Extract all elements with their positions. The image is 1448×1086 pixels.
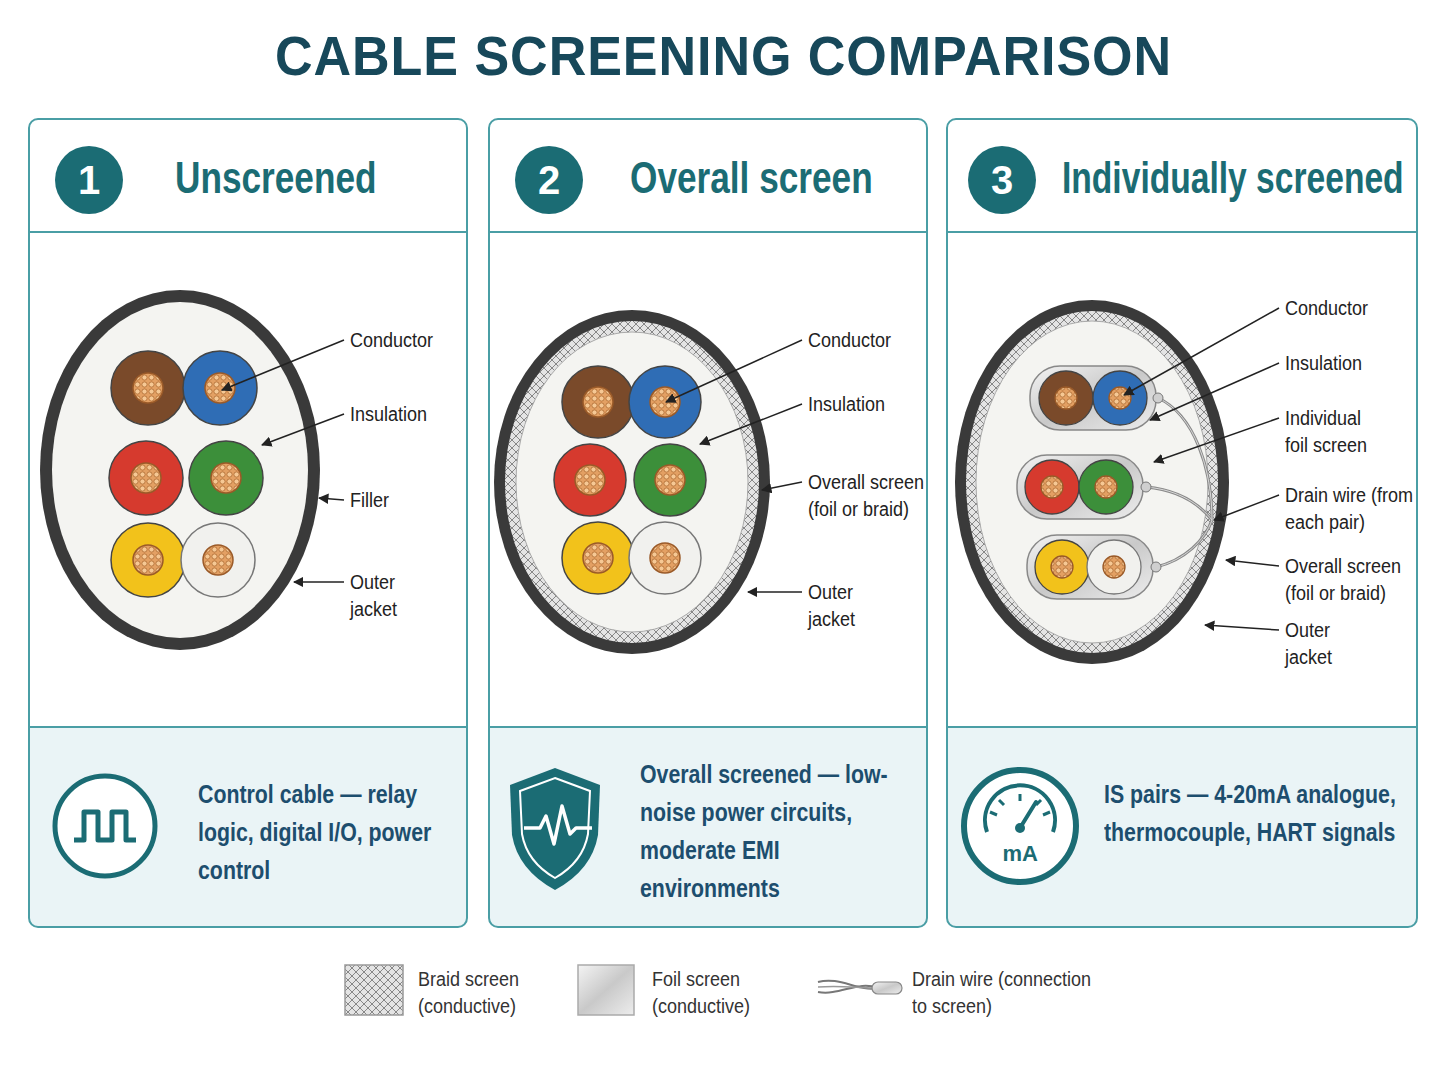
panel-title: Unscreened — [175, 152, 377, 204]
cable-panel: Overall screen 2Overall screened — low-no… — [488, 118, 928, 928]
usage-band: Overall screened — low-noise power circu… — [490, 729, 930, 930]
number-badge-text: 3 — [991, 146, 1013, 214]
number-badge-text: 1 — [78, 146, 100, 214]
unit-label: mA — [1003, 841, 1038, 867]
square-wave-icon — [55, 776, 155, 876]
number-badge-text: 2 — [538, 146, 560, 214]
callout-label: Conductor — [808, 327, 891, 354]
callout-label: Filler — [350, 487, 389, 514]
usage-text: IS pairs — 4-20mA analogue, thermocouple… — [1104, 775, 1399, 851]
number-badge: 3 — [968, 146, 1036, 214]
legend-text: Drain wire (connection to screen) — [912, 966, 1092, 1020]
cable-panel: Unscreened 1Control cable — relay logic, … — [28, 118, 468, 928]
callout-label: Insulation — [350, 401, 427, 428]
callout-label: Conductor — [1285, 295, 1368, 322]
usage-band: IS pairs — 4-20mA analogue, thermocouple… — [948, 729, 1420, 930]
diagram-title: CABLE SCREENING COMPARISON — [275, 22, 1172, 90]
callout-label: Overall screen (foil or braid) — [1285, 553, 1403, 607]
callout-label: Overall screen (foil or braid) — [808, 469, 926, 523]
number-badge: 1 — [55, 146, 123, 214]
callout-label: Drain wire (from each pair) — [1285, 482, 1415, 536]
leader-lines — [222, 308, 1279, 630]
panel-title: Overall screen — [630, 152, 873, 204]
usage-text: Control cable — relay logic, digital I/O… — [198, 775, 463, 889]
usage-band: Control cable — relay logic, digital I/O… — [30, 729, 470, 930]
callout-label: Insulation — [1285, 350, 1362, 377]
individually-screened-cable — [955, 300, 1229, 664]
panel-title: Individually screened — [1062, 152, 1404, 204]
shield-icon — [510, 768, 600, 890]
legend-text: Braid screen (conductive) — [418, 966, 522, 1020]
callout-label: Outer jacket — [350, 569, 400, 623]
callout-label: Outer jacket — [808, 579, 858, 633]
number-badge: 2 — [515, 146, 583, 214]
callout-label: Individual foil screen — [1285, 405, 1370, 459]
callout-label: Outer jacket — [1285, 617, 1335, 671]
callout-label: Insulation — [808, 391, 885, 418]
usage-text: Overall screened — low-noise power circu… — [640, 755, 895, 907]
overall-screen-cable — [494, 310, 770, 654]
legend-text: Foil screen (conductive) — [652, 966, 752, 1020]
panel-bands — [29, 232, 1417, 927]
unscreened-cable — [40, 290, 320, 650]
gauge-icon — [964, 770, 1076, 882]
callout-label: Conductor — [350, 327, 433, 354]
